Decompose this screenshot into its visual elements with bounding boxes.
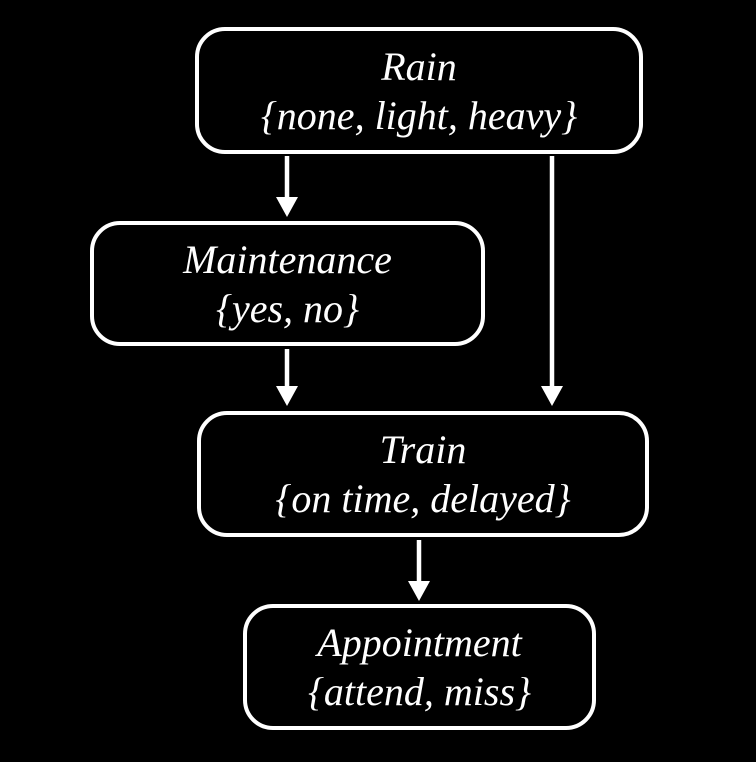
- node-rain: Rain {none, light, heavy}: [195, 27, 643, 154]
- arrow-rain-to-train: [541, 156, 563, 406]
- node-train-values: {on time, delayed}: [275, 476, 571, 521]
- node-appointment-values: {attend, miss}: [307, 669, 532, 714]
- node-rain-values: {none, light, heavy}: [260, 92, 578, 138]
- node-maintenance-label: Maintenance: [183, 236, 392, 282]
- node-train: Train {on time, delayed}: [197, 411, 649, 537]
- node-maintenance: Maintenance {yes, no}: [90, 221, 485, 346]
- arrow-train-to-appointment: [408, 540, 430, 601]
- node-appointment-label: Appointment: [317, 620, 522, 665]
- node-appointment: Appointment {attend, miss}: [243, 604, 596, 730]
- node-train-label: Train: [379, 427, 467, 472]
- arrow-rain-to-maintenance: [276, 156, 298, 217]
- node-rain-label: Rain: [381, 43, 457, 89]
- node-maintenance-values: {yes, no}: [215, 285, 360, 331]
- arrow-maintenance-to-train: [276, 349, 298, 406]
